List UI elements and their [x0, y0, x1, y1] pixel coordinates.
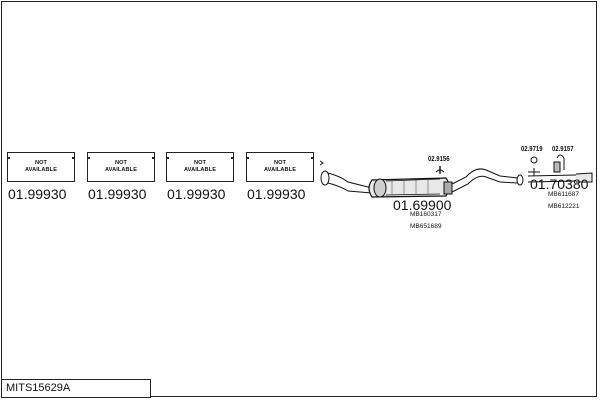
not-available-line-1: NOT — [34, 160, 48, 166]
fitting-ref-rear-1: 02.9719 — [521, 146, 543, 153]
not-available-line-1: NOT — [273, 160, 287, 166]
not-available-line-1: NOT — [193, 160, 207, 166]
rear-silencer-drawing — [516, 154, 593, 186]
not-available-text: NOT AVAILABLE — [88, 160, 154, 174]
not-available-box-1: NOT AVAILABLE — [7, 152, 75, 182]
not-available-line-2: AVAILABLE — [104, 167, 138, 173]
rear-ref-2: MB612221 — [548, 203, 580, 210]
box-tick-mark — [7, 157, 10, 159]
box-tick-mark — [231, 157, 234, 159]
center-ref-2: MB651689 — [410, 223, 442, 230]
part-number-3: 01.99930 — [167, 186, 226, 202]
box-tick-mark — [166, 157, 169, 159]
center-ref-1: MB160317 — [410, 211, 442, 218]
fitting-ref-rear-2: 02.9157 — [552, 146, 574, 153]
part-number-2: 01.99930 — [88, 186, 147, 202]
not-available-line-1: NOT — [114, 160, 128, 166]
not-available-text: NOT AVAILABLE — [247, 160, 313, 174]
not-available-line-2: AVAILABLE — [263, 167, 297, 173]
not-available-text: NOT AVAILABLE — [167, 160, 233, 174]
not-available-text: NOT AVAILABLE — [8, 160, 74, 174]
part-number-rear-silencer: 01.70380 — [530, 176, 589, 192]
part-number-1: 01.99930 — [8, 186, 67, 202]
part-number-4: 01.99930 — [247, 186, 306, 202]
box-tick-mark — [311, 157, 314, 159]
box-tick-mark — [72, 157, 75, 159]
not-available-line-2: AVAILABLE — [24, 167, 58, 173]
not-available-line-2: AVAILABLE — [183, 167, 217, 173]
drawing-title: MITS15629A — [1, 379, 151, 398]
not-available-box-4: NOT AVAILABLE — [246, 152, 314, 182]
not-available-box-3: NOT AVAILABLE — [166, 152, 234, 182]
rear-ref-1: MB611687 — [548, 191, 579, 198]
connector-mark — [319, 160, 324, 166]
fitting-ref-center: 02.9156 — [428, 156, 450, 163]
box-tick-mark — [87, 157, 90, 159]
part-number-center-silencer: 01.69900 — [393, 197, 452, 213]
not-available-box-2: NOT AVAILABLE — [87, 152, 155, 182]
center-silencer-drawing — [320, 166, 519, 198]
box-tick-mark — [152, 157, 155, 159]
box-tick-mark — [246, 157, 249, 159]
